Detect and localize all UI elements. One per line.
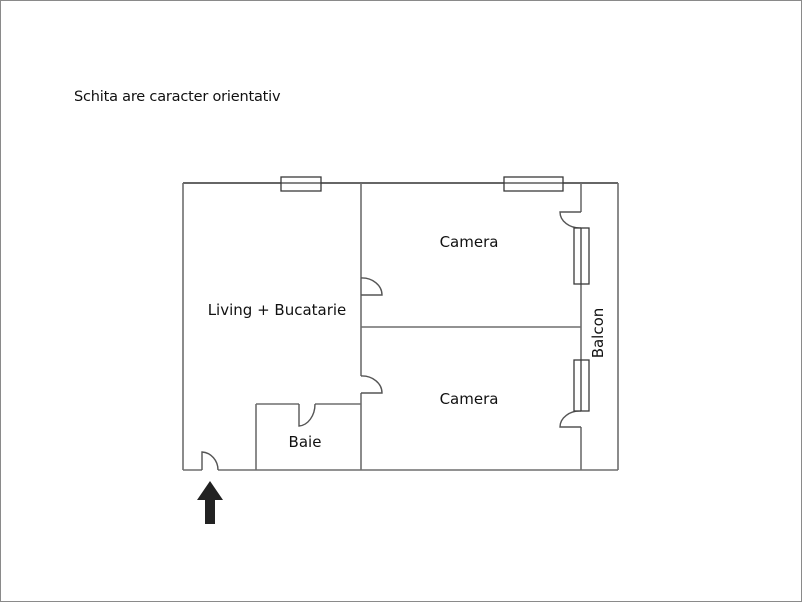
- room-label-baie: Baie: [289, 433, 322, 451]
- room-label-balcon: Balcon: [589, 308, 607, 359]
- disclaimer-note: Schita are caracter orientativ: [74, 89, 281, 105]
- door-living-camera-top: [360, 277, 383, 296]
- up-arrow-icon: [197, 481, 223, 524]
- door-camera-bottom-balcony: [559, 410, 582, 428]
- window-camera-top: [503, 176, 564, 192]
- door-camera-top-balcony: [559, 211, 582, 229]
- room-label-camera-bottom: Camera: [440, 390, 499, 408]
- doors: [201, 211, 582, 471]
- window-balcony-top: [573, 227, 590, 285]
- walls: [182, 182, 619, 471]
- window-balcony-bottom: [573, 359, 590, 412]
- windows: [280, 176, 590, 412]
- window-living: [280, 176, 322, 192]
- door-living-camera-bottom: [360, 375, 383, 394]
- room-label-living: Living + Bucatarie: [208, 301, 347, 319]
- room-label-camera-top: Camera: [440, 233, 499, 251]
- door-entrance: [201, 451, 219, 471]
- door-baie: [298, 403, 316, 427]
